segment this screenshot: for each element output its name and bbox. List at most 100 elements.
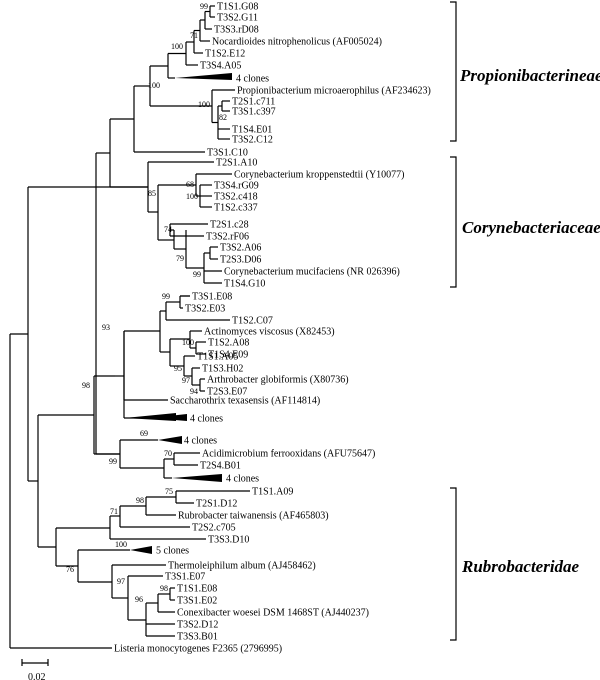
tip-label-actino: Actinomyces viscosus (X82453) xyxy=(204,327,335,338)
tip-label-t3s3rd08: T3S3.rD08 xyxy=(214,25,259,36)
tip-label-nocardioides: Nocardioides nitrophenolicus (AF005024) xyxy=(212,37,382,48)
tip-label-t1s4e09: T1S4.E09 xyxy=(208,350,248,361)
bootstrap-b97b: 97 xyxy=(117,577,125,586)
bootstrap-b100f: 100 xyxy=(115,540,127,549)
bootstrap-b96: 96 xyxy=(135,595,143,604)
tip-label-listeria: Listeria monocytogenes F2365 (2796995) xyxy=(114,644,282,655)
bootstrap-b98a: 98 xyxy=(82,381,90,390)
bootstrap-b69: 69 xyxy=(140,429,148,438)
bootstrap-b85: 85 xyxy=(148,189,156,198)
tip-label-t3s4rg09: T3S4.rG09 xyxy=(214,181,259,192)
tip-label-corykropp: Corynebacterium kroppenstedtii (Y10077) xyxy=(234,170,405,181)
bootstrap-b71b: 71 xyxy=(110,507,118,516)
tip-label-arthro: Arthrobacter globiformis (X80736) xyxy=(207,375,349,386)
tip-label-clones4a: 4 clones xyxy=(236,74,269,85)
tip-label-t3s2rf06: T3S2.rF06 xyxy=(206,232,249,243)
scale-bar: 0.02 xyxy=(21,659,49,680)
tip-label-t3s1e07: T3S1.E07 xyxy=(165,572,205,583)
bootstrap-b82: 82 xyxy=(219,113,227,122)
bootstrap-b100d: 100 xyxy=(186,192,198,201)
tip-label-t3s2c418: T3S2.c418 xyxy=(214,192,258,203)
tip-label-clones4d: 4 clones xyxy=(226,474,259,485)
tip-label-t1s1e08: T1S1.E08 xyxy=(177,584,217,595)
collapsed-clade-triangle xyxy=(158,436,182,444)
tree-branches xyxy=(9,5,250,649)
group-label-rubrobacteridae: Rubrobacteridae xyxy=(461,557,580,576)
tip-label-t2s3e07: T2S3.E07 xyxy=(207,387,247,398)
tip-label-propmicro: Propionibacterium microaerophilus (AF234… xyxy=(237,86,431,97)
collapsed-clade-triangle xyxy=(172,474,222,482)
collapsed-clade-triangle xyxy=(175,73,232,80)
bootstrap-b71a: 71 xyxy=(190,31,198,40)
tip-label-t2s1c711: T2S1.c711 xyxy=(232,97,275,108)
tip-label-t1s2c337: T1S2.c337 xyxy=(214,203,258,214)
tip-label-t3s1e08: T3S1.E08 xyxy=(192,292,232,303)
bootstrap-b75: 75 xyxy=(165,487,173,496)
tip-label-t3s2e03: T3S2.E03 xyxy=(185,304,225,315)
tip-label-t1s2a08: T1S2.A08 xyxy=(208,338,249,349)
tip-label-corymuci: Corynebacterium mucifaciens (NR 026396) xyxy=(224,267,400,278)
tip-label-thermo: Thermoleiphilum album (AJ458462) xyxy=(168,561,316,572)
tip-label-t3s1c397: T3S1.c397 xyxy=(232,107,276,118)
tip-label-t2s1c28: T2S1.c28 xyxy=(210,220,249,231)
tip-label-t3s4a05: T3S4.A05 xyxy=(200,61,241,72)
tip-label-t3s1e02: T3S1.E02 xyxy=(177,596,217,607)
bootstrap-b95: 95 xyxy=(174,364,182,373)
tip-label-t3s2d12: T3S2.D12 xyxy=(177,620,218,631)
tip-label-t1s4g10: T1S4.G10 xyxy=(224,279,265,290)
bootstrap-b76: 76 xyxy=(66,565,74,574)
bootstrap-b99c: 99 xyxy=(162,292,170,301)
bootstrap-b99d: 99 xyxy=(109,457,117,466)
bootstrap-b98c: 98 xyxy=(160,584,168,593)
tip-label-t1s2c07: T1S2.C07 xyxy=(232,316,273,327)
tip-label-clones5: 5 clones xyxy=(156,546,189,557)
bootstrap-b79: 79 xyxy=(176,254,184,263)
tip-label-t2s4b01: T2S4.B01 xyxy=(200,461,241,472)
scale-bar-label: 0.02 xyxy=(28,672,46,680)
bracket-rubrobacteridae xyxy=(450,487,457,641)
bootstrap-b68: 68 xyxy=(186,180,194,189)
bootstrap-b100a: 100 xyxy=(171,42,183,51)
bracket-propionibacterineae xyxy=(450,1,457,142)
bootstrap-b100c: 100 xyxy=(198,100,210,109)
tip-label-t3s3b01: T3S3.B01 xyxy=(177,632,218,643)
tip-label-t1s1g08: T1S1.G08 xyxy=(217,2,258,13)
bootstrap-b99b: 99 xyxy=(193,270,201,279)
bootstrap-b70: 70 xyxy=(164,449,172,458)
tip-label-rubro: Rubrobacter taiwanensis (AF465803) xyxy=(178,511,329,522)
tip-label-t2s1a10: T2S1.A10 xyxy=(216,158,257,169)
bootstrap-b74: 74 xyxy=(164,225,172,234)
bootstrap-b93: 93 xyxy=(102,323,110,332)
tip-label-t3s1c10: T3S1.C10 xyxy=(207,148,248,159)
tip-label-saccharo: Saccharothrix texasensis (AF114814) xyxy=(170,396,320,407)
bootstrap-values: 9971100100821001006899797485991009497959… xyxy=(66,2,227,604)
tip-label-t2s1d12: T2S1.D12 xyxy=(196,499,237,510)
bootstrap-b94: 94 xyxy=(190,387,198,396)
bootstrap-b98b: 98 xyxy=(136,496,144,505)
tip-label-acidimicro: Acidimicrobium ferrooxidans (AFU75647) xyxy=(202,449,375,460)
collapsed-clades xyxy=(124,73,232,554)
tip-label-t1s4e01: T1S4.E01 xyxy=(232,125,272,136)
group-brackets xyxy=(450,1,457,641)
tip-label-t1s1a05: T1S1.A05 xyxy=(197,352,238,363)
group-label-corynebacteriaceae: Corynebacteriaceae xyxy=(462,218,600,237)
bootstrap-b100e: 100 xyxy=(182,338,194,347)
bootstrap-b100b: 100 xyxy=(148,81,160,90)
tip-label-t2s3d06: T2S3.D06 xyxy=(220,255,261,266)
tip-label-clones4c: 4 clones xyxy=(184,436,217,447)
tip-label-t1s1a09: T1S1.A09 xyxy=(252,487,293,498)
tip-label-t3s2a06: T3S2.A06 xyxy=(220,243,261,254)
tip-label-t3s3d10: T3S3.D10 xyxy=(208,535,249,546)
tip-label-t1s2e12: T1S2.E12 xyxy=(205,49,245,60)
bootstrap-b97a: 97 xyxy=(182,376,190,385)
collapsed-clade-triangle xyxy=(130,546,152,554)
group-label-propionibacterineae: Propionibacterineae xyxy=(459,66,600,85)
tip-label-t3s2c12: T3S2.C12 xyxy=(232,135,273,146)
tip-label-clones4b: 4 clones xyxy=(190,414,223,425)
bracket-corynebacteriaceae xyxy=(450,156,457,288)
tip-label-t2s2c705: T2S2.c705 xyxy=(192,523,236,534)
tip-label-t1s3h02: T1S3.H02 xyxy=(202,364,243,375)
collapsed-clade-triangle xyxy=(150,414,187,421)
